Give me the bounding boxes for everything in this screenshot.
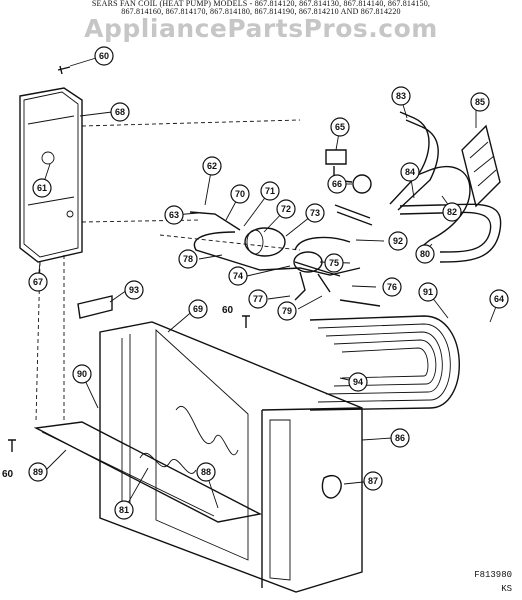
callout-91: 91 [418,282,438,302]
svg-text:85: 85 [475,97,485,107]
figure-suffix: KS [501,584,512,594]
callout-69: 69 [188,299,208,319]
figure-number: F813980 KS [474,568,512,596]
callout-88: 88 [196,462,216,482]
label-60-bottom-left: 60 [2,469,14,480]
model-header-line-1: SEARS FAN COIL (HEAT PUMP) MODELS - 867.… [91,0,431,8]
callout-94: 94 [348,372,368,392]
callout-80: 80 [415,244,435,264]
svg-text:68: 68 [115,107,125,117]
svg-text:83: 83 [396,91,406,101]
callout-77: 77 [248,289,268,309]
callout-81: 81 [114,500,134,520]
callout-93: 93 [124,280,144,300]
coil-tubes [309,315,460,411]
callout-72: 72 [276,199,296,219]
svg-text:60: 60 [222,305,234,316]
callout-62: 62 [202,156,222,176]
svg-text:89: 89 [33,467,43,477]
svg-text:64: 64 [494,294,504,304]
callout-73: 73 [305,203,325,223]
model-header: SEARS FAN COIL (HEAT PUMP) MODELS - 867.… [0,0,522,16]
svg-text:67: 67 [33,277,43,287]
drain-pan [33,421,263,523]
svg-text:76: 76 [387,282,397,292]
figure-code: F813980 [474,570,512,580]
svg-text:92: 92 [393,236,403,246]
callout-66: 66 [327,174,347,194]
model-header-line-2: 867.814160, 867.814170, 867.814180, 867.… [121,7,401,16]
callout-76: 76 [382,277,402,297]
callout-63: 63 [164,205,184,225]
svg-text:84: 84 [405,167,415,177]
svg-text:82: 82 [447,207,457,217]
callout-83: 83 [391,86,411,106]
svg-text:87: 87 [368,476,378,486]
svg-text:60: 60 [2,469,14,480]
callout-89: 89 [28,462,48,482]
callout-87: 87 [363,471,383,491]
svg-text:71: 71 [265,186,275,196]
svg-text:74: 74 [233,271,243,281]
svg-text:66: 66 [332,179,342,189]
callout-67: 67 [28,272,48,292]
callout-70: 70 [230,184,250,204]
callout-86: 86 [390,428,410,448]
svg-text:75: 75 [329,258,339,268]
callout-92: 92 [388,231,408,251]
svg-text:78: 78 [183,254,193,264]
svg-text:81: 81 [119,505,129,515]
callout-68: 68 [110,102,130,122]
svg-text:80: 80 [420,249,430,259]
callout-82: 82 [442,202,462,222]
svg-text:62: 62 [207,161,217,171]
svg-text:70: 70 [235,189,245,199]
tubing-assembly [189,204,381,307]
svg-text:60: 60 [99,51,109,61]
svg-text:65: 65 [335,122,345,132]
svg-text:79: 79 [282,306,292,316]
svg-text:93: 93 [129,285,139,295]
svg-text:72: 72 [281,204,291,214]
side-panel [19,87,83,263]
svg-text:61: 61 [37,183,47,193]
svg-text:63: 63 [169,210,179,220]
callout-75: 75 [324,253,344,273]
svg-text:69: 69 [193,304,203,314]
callout-64: 64 [489,289,509,309]
callout-78: 78 [178,249,198,269]
svg-text:88: 88 [201,467,211,477]
callout-60-top: 60 [94,46,114,66]
callout-79: 79 [277,301,297,321]
fan-coil-cabinet [99,321,363,593]
svg-text:86: 86 [395,433,405,443]
callout-61: 61 [32,178,52,198]
svg-text:73: 73 [310,208,320,218]
svg-text:94: 94 [353,377,363,387]
callout-71: 71 [260,181,280,201]
callout-84: 84 [400,162,420,182]
callout-85: 85 [470,92,490,112]
suction-tube [389,111,502,263]
callout-65: 65 [330,117,350,137]
svg-text:77: 77 [253,294,263,304]
label-60-middle: 60 [222,305,234,316]
callout-74: 74 [228,266,248,286]
insulation-pad [461,124,501,208]
watermark: AppliancePartsPros.com [84,14,438,43]
callout-90: 90 [72,364,92,384]
svg-text:90: 90 [77,369,87,379]
svg-text:91: 91 [423,287,433,297]
